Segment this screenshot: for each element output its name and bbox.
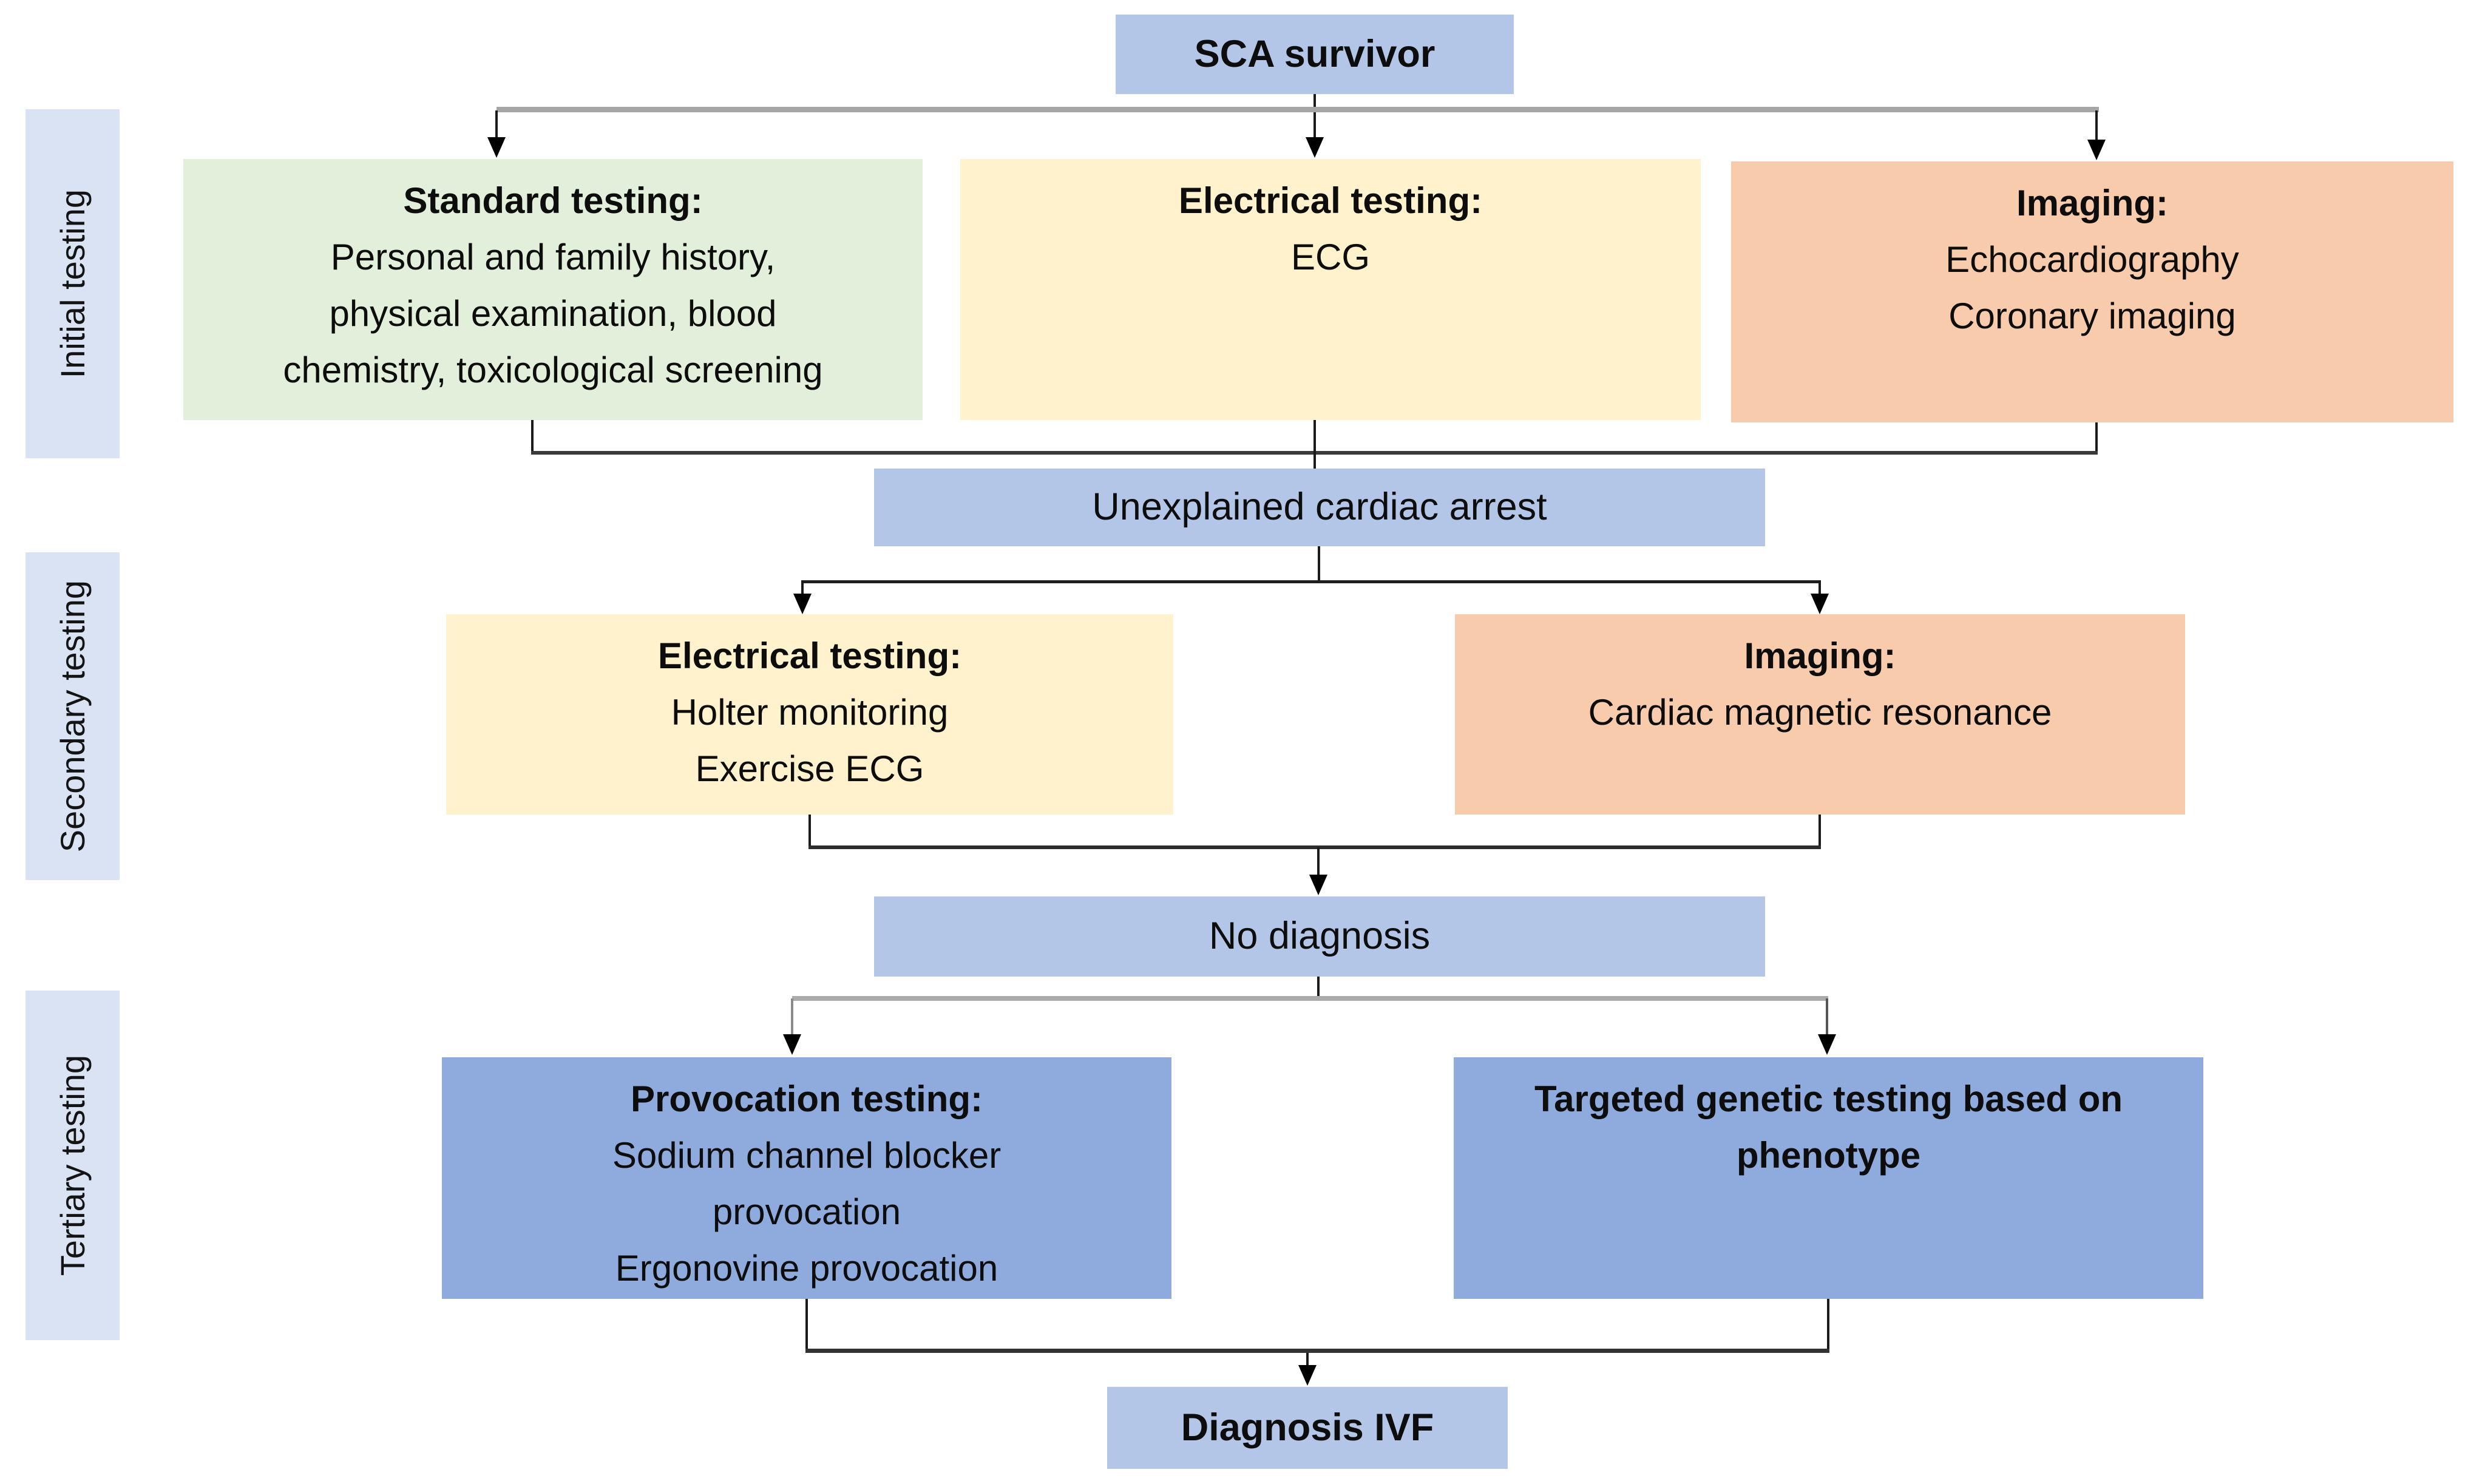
node-standard-testing-line: Personal and family history, <box>330 237 776 277</box>
node-electrical-testing-initial-line: ECG <box>1290 237 1371 277</box>
node-no-diagnosis: No diagnosis <box>874 896 1765 977</box>
node-provocation-testing-line: Ergonovine provocation <box>615 1248 998 1289</box>
stage-label-initial-testing-text: Initial testing <box>53 189 92 379</box>
node-sca-survivor: SCA survivor <box>1116 15 1514 94</box>
node-standard-testing-line: physical examination, blood <box>329 293 777 334</box>
node-provocation-testing: Provocation testing: Sodium channel bloc… <box>442 1057 1171 1299</box>
connector-no-diagnosis-stub <box>1317 977 1320 998</box>
arrowhead-to-no-diagnosis <box>1309 875 1327 895</box>
node-targeted-genetic-testing-title: Targeted genetic testing based on <box>1534 1079 2123 1119</box>
connector-sca-down-line <box>1313 94 1316 138</box>
arrowhead-to-imaging-secondary <box>1811 594 1829 614</box>
node-standard-testing-line: chemistry, toxicological screening <box>283 350 823 390</box>
node-electrical-testing-secondary: Electrical testing: Holter monitoring Ex… <box>446 614 1173 815</box>
connector-to-diagnosis-line <box>1306 1353 1309 1366</box>
node-electrical-testing-initial: Electrical testing: ECG <box>960 159 1701 420</box>
node-imaging-initial-line: Coronary imaging <box>1948 296 2236 336</box>
connector-genetic-stub <box>1827 1299 1829 1352</box>
node-electrical-testing-secondary-line: Holter monitoring <box>671 692 949 733</box>
connector-tertiary-split-line <box>792 996 1828 1001</box>
connector-tertiary-merge-line <box>805 1349 1829 1353</box>
connector-drop-to-electrical-secondary <box>801 580 804 596</box>
connector-drop-to-standard <box>495 110 498 138</box>
stage-label-secondary-testing-text: Secondary testing <box>53 580 92 853</box>
connector-drop-to-provocation <box>791 998 793 1035</box>
arrowhead-to-imaging-initial <box>2087 140 2106 160</box>
connector-to-no-diagnosis-line <box>1317 847 1320 875</box>
node-targeted-genetic-testing-title: phenotype <box>1736 1135 1921 1176</box>
node-provocation-testing-title: Provocation testing: <box>630 1079 983 1119</box>
node-imaging-initial-line: Echocardiography <box>1945 239 2239 280</box>
connector-drop-to-genetic <box>1826 998 1828 1035</box>
connector-drop-to-imaging-secondary <box>1819 580 1821 596</box>
stage-label-secondary-testing: Secondary testing <box>25 552 120 880</box>
node-targeted-genetic-testing: Targeted genetic testing based on phenot… <box>1454 1057 2203 1299</box>
arrowhead-to-electrical-secondary <box>793 594 812 614</box>
connector-unexplained-stub <box>1318 546 1320 581</box>
connector-imaging-initial-stub <box>2095 422 2098 453</box>
node-sca-survivor-label: SCA survivor <box>1194 32 1435 75</box>
node-imaging-initial-title: Imaging: <box>2016 183 2168 223</box>
node-electrical-testing-secondary-line: Exercise ECG <box>695 748 924 789</box>
node-imaging-secondary-line: Cardiac magnetic resonance <box>1588 692 2052 733</box>
node-electrical-testing-initial-title: Electrical testing: <box>1178 180 1483 221</box>
node-provocation-testing-line: provocation <box>712 1191 901 1232</box>
node-diagnosis-ivf-label: Diagnosis IVF <box>1181 1406 1434 1449</box>
node-imaging-secondary: Imaging: Cardiac magnetic resonance <box>1455 614 2185 815</box>
node-standard-testing: Standard testing: Personal and family hi… <box>183 159 923 420</box>
node-unexplained-cardiac-arrest-label: Unexplained cardiac arrest <box>1092 486 1547 529</box>
node-no-diagnosis-label: No diagnosis <box>1208 915 1431 958</box>
node-electrical-testing-secondary-title: Electrical testing: <box>657 635 962 676</box>
arrowhead-to-standard <box>487 137 506 158</box>
arrowhead-to-genetic <box>1818 1034 1836 1055</box>
stage-label-tertiary-testing: Tertiary testing <box>25 991 120 1340</box>
connector-secondary-split-line <box>802 580 1821 583</box>
connector-electrical-secondary-stub <box>808 815 811 847</box>
connector-provocation-stub <box>805 1299 808 1352</box>
arrowhead-to-provocation <box>783 1034 801 1055</box>
stage-label-initial-testing: Initial testing <box>25 109 120 458</box>
connector-center-to-unexplained <box>1313 420 1316 469</box>
node-diagnosis-ivf: Diagnosis IVF <box>1107 1387 1508 1469</box>
connector-secondary-merge-line <box>808 845 1821 849</box>
node-imaging-initial: Imaging: Echocardiography Coronary imagi… <box>1731 161 2453 422</box>
connector-drop-to-imaging-initial <box>2095 110 2098 141</box>
node-imaging-secondary-title: Imaging: <box>1744 635 1896 676</box>
stage-label-tertiary-testing-text: Tertiary testing <box>53 1054 92 1276</box>
arrowhead-to-electrical-initial <box>1306 137 1324 158</box>
connector-initial-split-line <box>497 107 2099 112</box>
connector-standard-stub <box>531 420 534 453</box>
connector-imaging-secondary-stub <box>1819 815 1821 847</box>
arrowhead-to-diagnosis <box>1298 1365 1317 1386</box>
node-standard-testing-title: Standard testing: <box>403 180 703 221</box>
node-unexplained-cardiac-arrest: Unexplained cardiac arrest <box>874 469 1765 546</box>
node-provocation-testing-line: Sodium channel blocker <box>612 1135 1002 1176</box>
